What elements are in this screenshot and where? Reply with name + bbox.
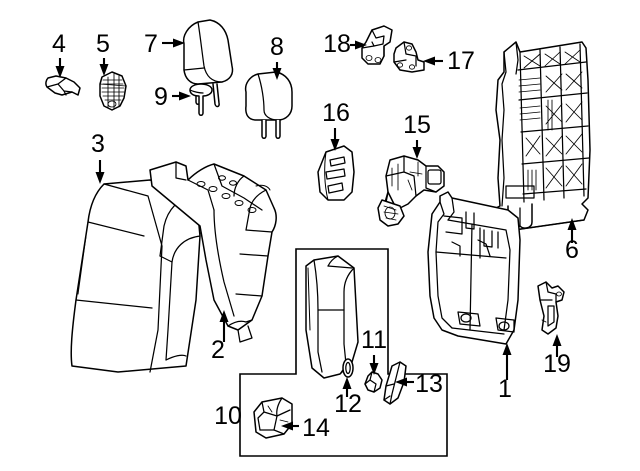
callout-label-3: 3 (91, 130, 105, 158)
part-cup-holder-insert (253, 397, 293, 439)
part-seat-cushion-right (149, 161, 277, 343)
callout-label-7: 7 (144, 30, 158, 58)
callout-label-16: 16 (322, 99, 350, 127)
callout-leaders (55, 38, 577, 431)
part-latch-cover-trim (317, 145, 355, 201)
callout-label-2: 2 (211, 336, 225, 364)
callout-label-5: 5 (96, 30, 110, 58)
part-headrest-stopper-pin (189, 83, 213, 116)
callout-label-10: 10 (214, 402, 242, 430)
part-armrest-clip (364, 371, 383, 393)
part-seat-back-board-panel (491, 41, 591, 233)
part-headrest-guide-lock (99, 71, 127, 111)
callout-label-8: 8 (270, 33, 284, 61)
callout-labels: 1 2 3 4 5 6 7 8 9 10 11 12 13 14 15 16 1… (52, 30, 579, 442)
part-armrest-hinge-cover (383, 361, 407, 405)
part-seat-back-frame-right (427, 191, 521, 345)
callout-label-19: 19 (543, 350, 571, 378)
part-headrest-center (244, 71, 293, 139)
callout-label-13: 13 (415, 370, 443, 398)
callout-label-11: 11 (361, 326, 387, 354)
part-seat-hinge-bracket (537, 281, 565, 335)
part-armrest-pad (305, 255, 359, 379)
callout-label-15: 15 (403, 111, 431, 139)
callout-label-4: 4 (52, 30, 66, 58)
callout-label-17: 17 (447, 47, 475, 75)
part-striker-bracket-left (361, 25, 393, 65)
part-headrest-guide-cap (45, 75, 81, 96)
callout-label-9: 9 (154, 83, 168, 111)
callout-label-12: 12 (334, 390, 362, 418)
callout-label-18: 18 (323, 30, 351, 58)
part-seat-back-cover-left (70, 179, 201, 373)
callout-label-1: 1 (498, 375, 512, 403)
part-armrest-bushing (342, 358, 354, 378)
part-seat-back-latch-assembly (377, 155, 445, 227)
callout-label-6: 6 (565, 236, 579, 264)
part-striker-bracket-right (393, 41, 425, 73)
callout-label-14: 14 (302, 414, 330, 442)
